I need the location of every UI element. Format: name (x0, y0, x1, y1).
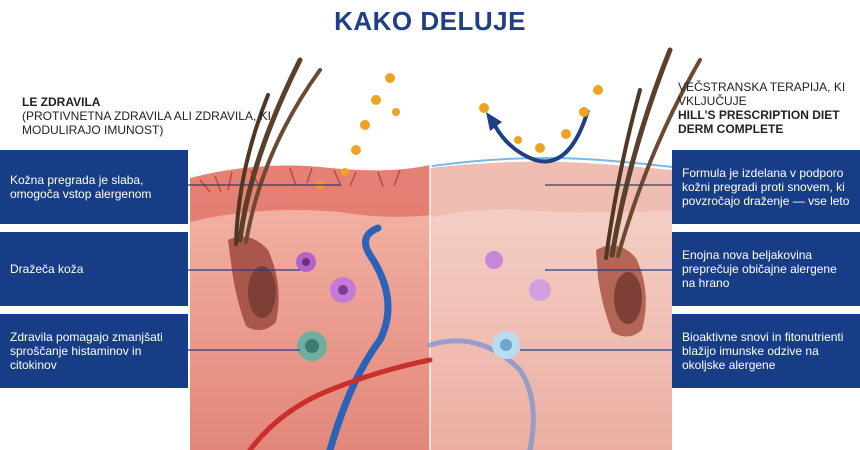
right-cell-1 (485, 251, 503, 269)
right-callout-text-1: Formula je izdelana v podporo kožni preg… (682, 166, 850, 208)
page-title: KAKO DELUJE (334, 6, 526, 36)
left-heading-sub: (PROTIVNETNA ZDRAVILA ALI ZDRAVILA, KI M… (22, 109, 271, 137)
right-immune-cells (485, 251, 551, 359)
right-panel-heading: VEČSTRANSKA TERAPIJA, KI VKLJUČUJE HILL'… (678, 80, 848, 136)
right-callout-novel-protein: Enojna nova beljakovina preprečuje običa… (672, 232, 860, 306)
allergen-deflection-arrow (492, 109, 590, 164)
right-callout-text-2: Enojna nova beljakovina preprečuje običa… (682, 248, 837, 290)
right-cell-2 (529, 279, 551, 301)
left-callout-text-3: Zdravila pomagajo zmanjšati sproščanje h… (10, 330, 163, 372)
left-hair-strands (234, 57, 322, 246)
left-heading-main: LE ZDRAVILA (22, 95, 101, 109)
right-heading-main: VEČSTRANSKA TERAPIJA, KI VKLJUČUJE (678, 80, 846, 108)
left-callout-text-1: Kožna pregrada je slaba, omogoča vstop a… (10, 173, 152, 201)
left-red-vessel (247, 357, 433, 450)
right-hair-strands (604, 47, 702, 260)
right-blue-vessel (427, 338, 536, 450)
right-callout-barrier-formula: Formula je izdelana v podporo kožni preg… (672, 150, 860, 224)
right-heading-brand: HILL'S PRESCRIPTION DIET DERM COMPLETE (678, 108, 840, 136)
left-gland (248, 266, 276, 318)
left-callout-irritated-skin: Dražeča koža (0, 232, 188, 306)
left-callout-drugs: Zdravila pomagajo zmanjšati sproščanje h… (0, 314, 188, 388)
right-callout-bioactives: Bioaktivne snovi in fitonutrienti blažij… (672, 314, 860, 388)
callout-connectors (188, 184, 672, 351)
left-blue-vessel (326, 224, 392, 450)
right-allergen-particles (479, 85, 603, 153)
right-gland (614, 272, 642, 324)
left-panel-heading: LE ZDRAVILA (PROTIVNETNA ZDRAVILA ALI ZD… (22, 95, 282, 137)
right-callout-text-3: Bioaktivne snovi in fitonutrienti blažij… (682, 330, 844, 372)
left-skin-section (190, 165, 430, 450)
left-callout-weak-barrier: Kožna pregrada je slaba, omogoča vstop a… (0, 150, 188, 224)
right-epidermis (430, 161, 672, 218)
left-callout-text-2: Dražeča koža (10, 262, 84, 276)
left-immune-cells (296, 252, 356, 361)
deflection-arrowhead (486, 112, 502, 131)
